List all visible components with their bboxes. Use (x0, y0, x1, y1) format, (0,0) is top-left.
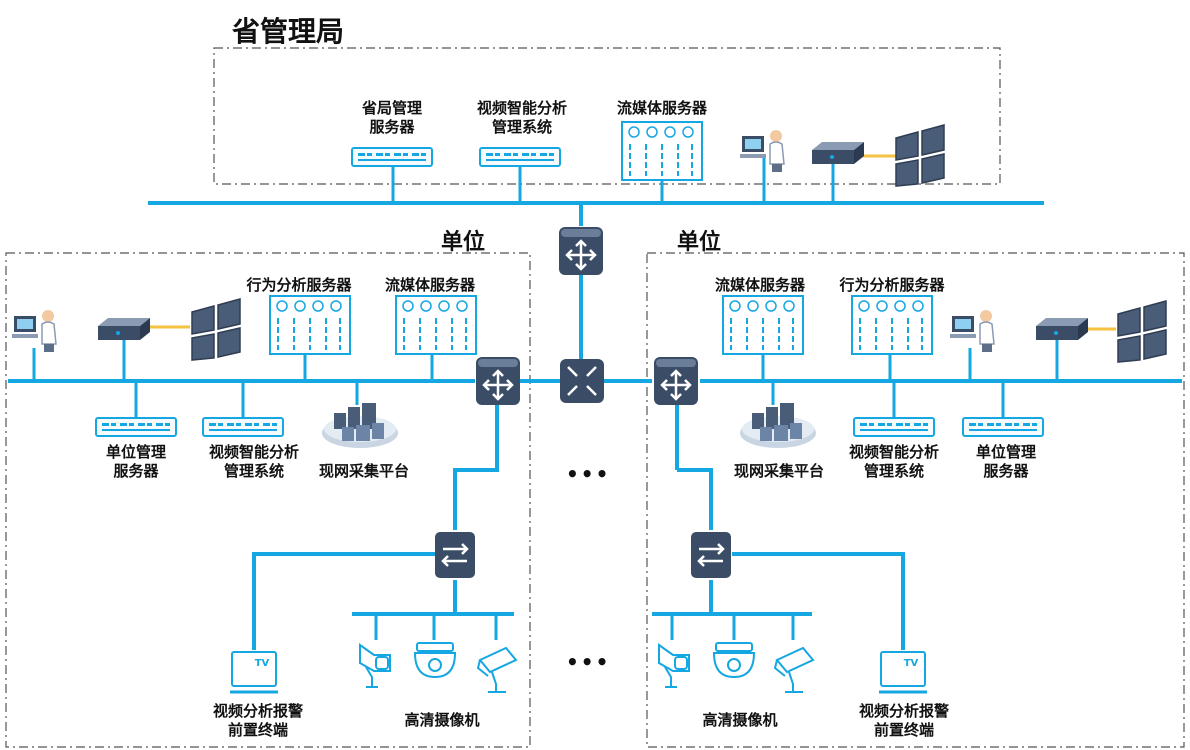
left-dome-camera-icon (414, 642, 456, 678)
left-terminal-label: 视频分析报警前置终端 (212, 702, 303, 739)
province-mgmt-server-label: 省局管理服务器 (361, 99, 422, 136)
left-box-camera-icon (359, 644, 391, 688)
left-va-system-icon (202, 417, 284, 437)
core-switch-icon (558, 357, 606, 405)
right-nvr-icon (1036, 318, 1088, 340)
right-terminal-label: 视频分析报警前置终端 (858, 702, 949, 739)
unit-right-title: 单位 (677, 230, 722, 255)
right-behavior-server-label: 行为分析服务器 (839, 276, 945, 294)
left-stream-server-icon (395, 295, 477, 355)
right-operator-icon (949, 309, 995, 353)
right-bullet-camera-icon (774, 647, 814, 693)
unit-right-zone (646, 252, 1185, 748)
ellipsis-middle: ••• (566, 462, 611, 486)
right-stream-server-label: 流媒体服务器 (714, 276, 805, 294)
right-stream-server-icon (722, 295, 804, 355)
right-access-switch-icon (689, 530, 733, 580)
right-dome-camera-icon (713, 642, 755, 678)
left-platform-label: 现网采集平台 (318, 462, 409, 480)
left-platform-icon (322, 403, 398, 448)
province-video-wall-icon (895, 124, 945, 187)
left-va-system-label: 视频智能分析管理系统 (208, 443, 299, 480)
province-stream-server-icon (621, 121, 703, 181)
unit-left-zone (5, 252, 531, 748)
left-mgmt-server-icon (95, 417, 177, 437)
ellipsis-bottom: ••• (566, 650, 611, 674)
right-unit-switch-icon (652, 355, 700, 407)
left-mgmt-server-label: 单位管理服务器 (105, 443, 166, 480)
right-va-system-icon (853, 417, 935, 437)
right-mgmt-server-icon (962, 417, 1044, 437)
province-switch-icon (557, 225, 605, 277)
left-operator-icon (11, 309, 57, 353)
left-behavior-server-label: 行为分析服务器 (246, 276, 352, 294)
left-behavior-server-icon (269, 295, 351, 355)
left-video-wall-icon (191, 298, 241, 361)
province-zone (213, 47, 1001, 185)
right-cameras-label: 高清摄像机 (702, 711, 778, 729)
province-stream-server-label: 流媒体服务器 (616, 99, 707, 117)
right-platform-label: 现网采集平台 (733, 462, 824, 480)
right-va-system-label: 视频智能分析管理系统 (848, 443, 939, 480)
unit-left-title: 单位 (441, 230, 486, 255)
right-mgmt-server-label: 单位管理服务器 (975, 443, 1036, 480)
left-terminal-tv-icon (228, 650, 280, 694)
right-behavior-server-icon (851, 295, 933, 355)
left-nvr-icon (98, 318, 150, 340)
left-cameras-label: 高清摄像机 (404, 711, 480, 729)
province-va-system-label: 视频智能分析管理系统 (476, 99, 567, 136)
left-bullet-camera-icon (477, 647, 517, 693)
right-video-wall-icon (1117, 300, 1167, 363)
right-terminal-tv-icon (877, 650, 929, 694)
province-va-system-icon (479, 147, 561, 167)
right-box-camera-icon (658, 644, 690, 688)
left-access-switch-icon (433, 530, 477, 580)
right-platform-icon (740, 403, 816, 448)
province-nvr-icon (812, 142, 864, 164)
left-unit-switch-icon (474, 355, 522, 407)
left-stream-server-label: 流媒体服务器 (384, 276, 475, 294)
province-mgmt-server-icon (351, 147, 433, 167)
province-operator-icon (739, 129, 785, 173)
province-title: 省管理局 (232, 15, 345, 48)
